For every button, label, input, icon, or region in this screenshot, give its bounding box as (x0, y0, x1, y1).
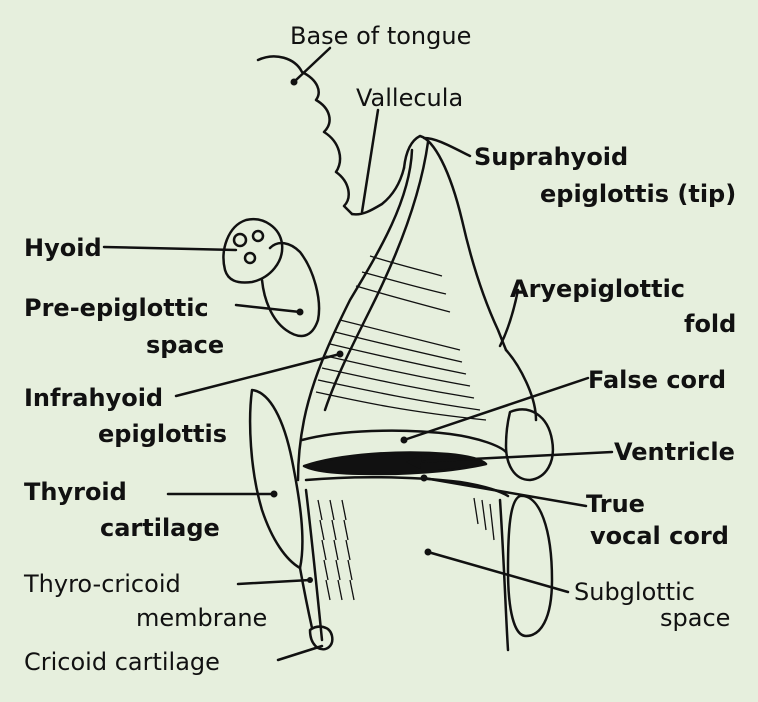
dot-false-cord (401, 437, 408, 444)
leader-thyro-cricoid (238, 580, 310, 584)
dot-true-cord (421, 475, 428, 482)
label-cricoid: Cricoid cartilage (24, 648, 220, 676)
label-subglottic-line2: space (660, 604, 730, 632)
label-suprahyoid-line2: epiglottis (tip) (540, 180, 736, 208)
label-subglottic-line1: Subglottic (574, 578, 695, 606)
dot-pre-epiglottic (297, 309, 304, 316)
label-suprahyoid-line1: Suprahyoid (474, 143, 628, 171)
pre-epiglottic-space (262, 243, 319, 336)
label-pre-epiglottic-line1: Pre-epiglottic (24, 294, 209, 322)
leader-suprahyoid (424, 138, 470, 156)
thyro-cricoid-membrane (300, 568, 312, 628)
label-infrahyoid-line1: Infrahyoid (24, 384, 163, 412)
label-thyro-cricoid-line2: membrane (136, 604, 267, 632)
ventricle-slit (304, 453, 486, 475)
dot-infrahyoid (337, 351, 344, 358)
tongue-base-outline (258, 56, 352, 214)
hyoid-marrow-3 (245, 253, 255, 263)
dot-thyro-cricoid (307, 577, 313, 583)
label-true-vocal-line2: vocal cord (590, 522, 729, 550)
hatching-texture (316, 256, 494, 600)
dot-tongue (291, 79, 298, 86)
label-thyroid-line1: Thyroid (24, 478, 127, 506)
arytenoid-outline (506, 410, 553, 480)
thyroid-cartilage-outline (250, 390, 302, 568)
label-false-cord: False cord (588, 366, 726, 394)
leader-true-vocal (424, 478, 586, 506)
leader-false-cord (404, 378, 588, 440)
leader-infrahyoid (176, 354, 340, 396)
label-true-vocal-line1: True (586, 490, 645, 518)
dot-subglottic (425, 549, 432, 556)
label-aryepiglottic-line1: Aryepiglottic (510, 275, 685, 303)
label-hyoid: Hyoid (24, 234, 102, 262)
vallecula-outline (352, 168, 404, 214)
hyoid-marrow-2 (253, 231, 263, 241)
leader-vallecula (362, 110, 378, 212)
subglottic-anterior-wall (306, 490, 322, 640)
label-ventricle: Ventricle (614, 438, 735, 466)
label-vallecula: Vallecula (356, 84, 463, 112)
leader-hyoid (104, 247, 236, 250)
label-infrahyoid-line2: epiglottis (98, 420, 227, 448)
hyoid-marrow-1 (234, 234, 246, 246)
leader-subglottic (428, 552, 568, 592)
label-pre-epiglottic-line2: space (146, 331, 224, 359)
dot-thyroid (271, 491, 278, 498)
label-thyroid-line2: cartilage (100, 514, 220, 542)
leader-cricoid (278, 646, 322, 660)
label-thyro-cricoid-line1: Thyro-cricoid (24, 570, 181, 598)
posterior-cricoid-lamina (508, 496, 552, 636)
label-base-of-tongue: Base of tongue (290, 22, 471, 50)
leader-base-of-tongue (296, 48, 330, 80)
label-aryepiglottic-line2: fold (684, 310, 736, 338)
